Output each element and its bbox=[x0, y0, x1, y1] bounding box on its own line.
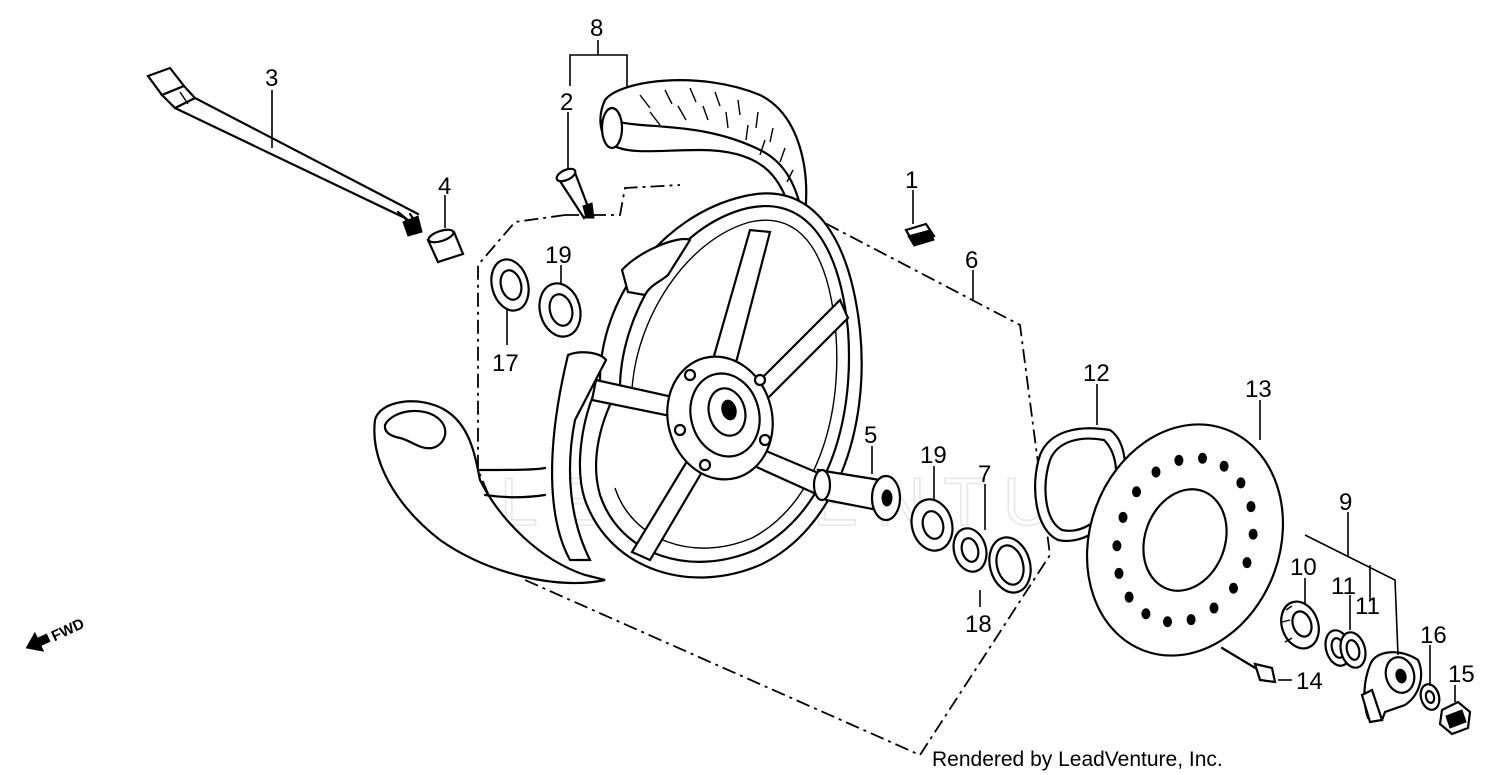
callout-17: 17 bbox=[492, 350, 519, 377]
collar-part-5 bbox=[812, 468, 902, 522]
fwd-indicator: FWD bbox=[25, 615, 87, 652]
disc-hole bbox=[1151, 466, 1161, 478]
disc-hole bbox=[1209, 602, 1219, 614]
disc-hole bbox=[1198, 452, 1207, 464]
retainer-part-7 bbox=[952, 527, 988, 573]
callout-6: 6 bbox=[965, 247, 978, 274]
credit-text: Rendered by LeadVenture, Inc. bbox=[932, 748, 1223, 771]
disc-hole bbox=[1132, 486, 1141, 498]
callout-1: 1 bbox=[905, 167, 918, 194]
bearing-part-19-left bbox=[538, 282, 582, 338]
washer-part-16 bbox=[1419, 683, 1441, 711]
callout-10: 10 bbox=[1290, 554, 1317, 581]
callout-8: 8 bbox=[590, 15, 603, 42]
washer-part-11b bbox=[1339, 631, 1367, 669]
disc-hole bbox=[1219, 460, 1229, 472]
brake-disc-part-13 bbox=[1085, 423, 1285, 657]
callout-18: 18 bbox=[965, 611, 992, 638]
callout-12: 12 bbox=[1083, 360, 1110, 387]
callout-19a: 19 bbox=[545, 242, 572, 269]
callout-13: 13 bbox=[1245, 376, 1272, 403]
disc-hole bbox=[1186, 614, 1196, 626]
fwd-label: FWD bbox=[49, 615, 87, 645]
disc-hole bbox=[1246, 501, 1256, 513]
callout-11b: 11 bbox=[1355, 593, 1380, 620]
callout-19b: 19 bbox=[920, 442, 947, 469]
disc-hole bbox=[1118, 511, 1128, 523]
callout-3: 3 bbox=[265, 65, 278, 92]
seal-part-18 bbox=[988, 536, 1032, 594]
disc-hole bbox=[1124, 591, 1134, 603]
balance-weight-part-1 bbox=[904, 222, 936, 247]
fwd-arrow-icon bbox=[25, 631, 51, 652]
axle-part-3 bbox=[146, 66, 423, 237]
disc-hole bbox=[1141, 608, 1151, 620]
callout-4: 4 bbox=[438, 173, 451, 200]
gear-part-10 bbox=[1280, 600, 1320, 650]
disc-hole bbox=[1174, 454, 1184, 466]
spacer-part-4 bbox=[426, 228, 465, 264]
bearing-part-19-right bbox=[910, 498, 954, 552]
disc-hole bbox=[1163, 616, 1172, 628]
callout-15: 15 bbox=[1448, 661, 1475, 688]
callout-2: 2 bbox=[560, 89, 573, 116]
disc-hole bbox=[1236, 477, 1246, 489]
wheel-part-6 bbox=[550, 192, 863, 579]
tire-lower bbox=[373, 400, 606, 585]
callout-14: 14 bbox=[1296, 668, 1323, 695]
valve-part-2 bbox=[555, 167, 595, 220]
gearbox-part-9 bbox=[1360, 651, 1423, 724]
callout-5: 5 bbox=[864, 422, 877, 449]
callout-11a: 11 bbox=[1331, 573, 1356, 600]
dust-seal-part-17 bbox=[490, 258, 530, 312]
callout-9: 9 bbox=[1339, 489, 1352, 516]
disc-hole bbox=[1242, 557, 1252, 569]
nut-part-15 bbox=[1438, 700, 1472, 736]
leader-lines bbox=[271, 40, 1456, 702]
callout-16: 16 bbox=[1420, 622, 1447, 649]
disc-hole bbox=[1229, 582, 1238, 594]
disc-hole bbox=[1112, 540, 1122, 552]
disc-hole bbox=[1248, 528, 1258, 540]
bolt-part-14 bbox=[1220, 646, 1277, 684]
callout-labels: 1 2 3 4 5 6 7 8 9 10 11 11 12 13 14 15 1… bbox=[265, 15, 1475, 695]
disc-hole bbox=[1114, 567, 1124, 579]
callout-7: 7 bbox=[978, 461, 991, 488]
